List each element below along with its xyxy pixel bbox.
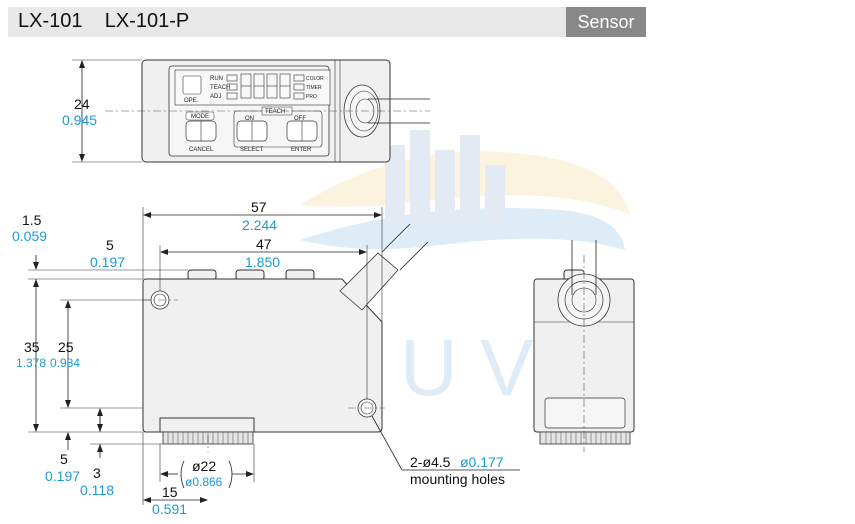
mode-label: MODE bbox=[191, 114, 209, 120]
seven-segment-display bbox=[240, 73, 291, 99]
bottom-offset-in: 0.197 bbox=[45, 468, 80, 484]
mounting-holes-spec: 2-ø4.5 bbox=[410, 454, 451, 470]
top-view: OPE. RUN TEACH ADJ COLOR TIMER PRO MODE bbox=[72, 59, 430, 163]
front-view bbox=[28, 207, 520, 505]
top-offset-in: 0.059 bbox=[12, 228, 47, 244]
height-24-mm: 24 bbox=[74, 96, 90, 112]
model-title: LX-101 LX-101-P bbox=[18, 10, 190, 32]
ope-label: OPE. bbox=[184, 98, 199, 104]
indicator-pro: PRO bbox=[306, 94, 317, 100]
select-label: SELECT bbox=[240, 147, 264, 153]
teach-label: TEACH bbox=[265, 109, 285, 115]
header-bar: LX-101 LX-101-P Sensor bbox=[8, 7, 646, 37]
base-dia-in: ø0.866 bbox=[185, 475, 223, 489]
side-view bbox=[533, 240, 635, 452]
bottom-offset-mm: 5 bbox=[60, 451, 68, 467]
svg-text:U V: U V bbox=[400, 323, 534, 412]
pitch-47-in: 1.850 bbox=[245, 254, 280, 270]
indicator-color: COLOR bbox=[306, 76, 324, 82]
height-35-mm: 35 bbox=[24, 339, 40, 355]
category-badge: Sensor bbox=[566, 7, 646, 37]
on-label: ON bbox=[245, 116, 254, 122]
hole-offset-mm: 5 bbox=[106, 237, 114, 253]
hole-offset-in: 0.197 bbox=[90, 254, 125, 270]
base-pos-in: 0.591 bbox=[152, 501, 187, 517]
top-offset-mm: 1.5 bbox=[22, 212, 42, 228]
height-35-in: 1.378 bbox=[16, 356, 46, 370]
off-label: OFF bbox=[294, 116, 306, 122]
span-25-in: 0.984 bbox=[50, 356, 80, 370]
ope-indicator bbox=[182, 75, 202, 95]
enter-label: ENTER bbox=[291, 147, 312, 153]
base-dia-mm: ø22 bbox=[192, 458, 216, 474]
width-57-in: 2.244 bbox=[242, 217, 277, 233]
base-pos-mm: 15 bbox=[162, 484, 178, 500]
width-57-mm: 57 bbox=[251, 199, 267, 215]
pitch-47-mm: 47 bbox=[256, 236, 272, 252]
base-height-in: 0.118 bbox=[80, 482, 114, 498]
indicator-adj: ADJ bbox=[210, 94, 221, 100]
indicator-timer: TIMER bbox=[306, 85, 322, 91]
height-24-in: 0.945 bbox=[62, 112, 97, 128]
span-25-mm: 25 bbox=[58, 339, 74, 355]
indicator-teach: TEACH bbox=[210, 85, 230, 91]
mounting-holes-label: mounting holes bbox=[410, 471, 505, 487]
cancel-label: CANCEL bbox=[189, 147, 214, 153]
watermark-logo: U V bbox=[300, 130, 630, 412]
mounting-holes-in: ø0.177 bbox=[460, 454, 504, 470]
indicator-run: RUN bbox=[210, 76, 223, 82]
base-height-mm: 3 bbox=[93, 465, 101, 481]
